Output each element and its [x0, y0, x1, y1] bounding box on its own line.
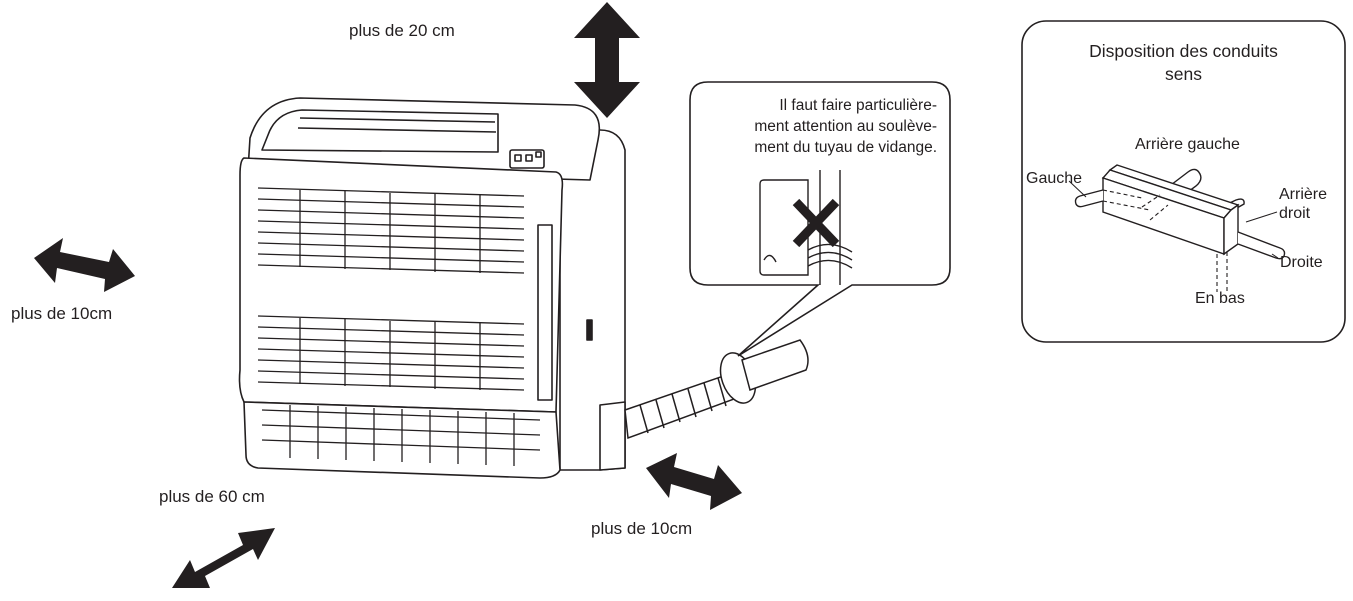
rear-left-label: Arrière gauche	[1135, 136, 1240, 153]
drain-hose	[624, 339, 809, 440]
rear-right-line-1: Arrière	[1279, 186, 1328, 203]
pipe-box-title: Disposition des conduits sens	[1030, 40, 1337, 86]
bottom-label: En bas	[1195, 290, 1245, 307]
warning-line-1: Il faut faire particulière-	[779, 97, 937, 114]
front-clearance-label: plus de 60 cm	[159, 487, 265, 506]
right-clearance-arrow	[646, 453, 742, 510]
top-clearance-arrow	[574, 2, 640, 118]
warning-line-3: ment du tuyau de vidange.	[754, 139, 937, 156]
right-label: Droite	[1280, 254, 1323, 271]
left-clearance-arrow	[34, 238, 135, 292]
warning-line-2: ment attention au soulève-	[754, 118, 937, 135]
pipe-box-title-line-2: sens	[1165, 64, 1202, 84]
left-clearance-label: plus de 10cm	[11, 304, 113, 323]
air-conditioner-unit	[238, 97, 626, 479]
warning-text: Il faut faire particulière- ment attenti…	[693, 95, 937, 158]
right-clearance-label: plus de 10cm	[591, 519, 693, 538]
pipe-box-title-line-1: Disposition des conduits	[1089, 41, 1278, 61]
top-clearance-label: plus de 20 cm	[349, 21, 455, 40]
pipe-hidden-lines	[1102, 189, 1228, 292]
left-label: Gauche	[1026, 170, 1083, 187]
pipe-leader-lines	[1068, 180, 1279, 259]
base-grille	[261, 405, 541, 466]
rear-right-line-2: droit	[1279, 205, 1311, 222]
upper-louvers	[257, 187, 525, 274]
rear-right-label: Arrière droit	[1279, 185, 1327, 223]
prohibited-x-icon	[792, 198, 840, 248]
pipe-direction-figure	[1074, 164, 1286, 260]
front-clearance-arrow	[172, 528, 275, 588]
lower-louvers	[257, 315, 525, 391]
